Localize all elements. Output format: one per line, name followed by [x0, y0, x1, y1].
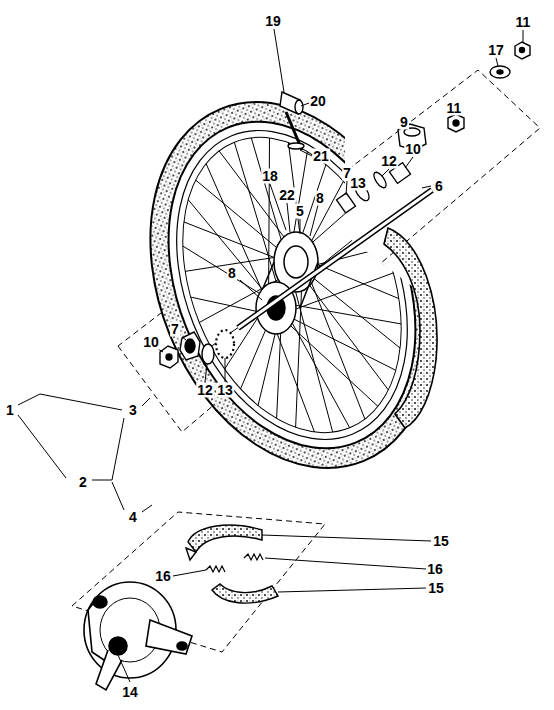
dust-seal [216, 330, 234, 358]
callout-number: 19 [264, 14, 282, 29]
spoke [284, 308, 350, 428]
bracket [18, 415, 66, 478]
callout-number: 15 [427, 581, 445, 596]
brake-shoe [186, 525, 262, 560]
callout-number: 11 [446, 101, 463, 116]
axle [238, 163, 432, 328]
bracket [18, 394, 122, 410]
callout-number: 8 [315, 191, 325, 206]
bracket [92, 418, 124, 480]
washer [372, 170, 389, 189]
callout-number: 18 [261, 169, 279, 184]
callout-number: 15 [432, 534, 450, 549]
callout-number: 14 [121, 685, 139, 700]
tire-section [384, 228, 437, 428]
callout-number: 10 [404, 142, 422, 157]
callout-number: 5 [295, 204, 305, 219]
callout-number: 20 [309, 94, 327, 109]
callout-number: 17 [487, 43, 505, 58]
lock-nut [515, 42, 530, 59]
bracket [112, 482, 124, 510]
callout-number: 2 [78, 475, 88, 490]
valve [280, 92, 304, 150]
callout-number: 1 [5, 403, 15, 418]
brake-panel [84, 582, 192, 690]
callout-number: 13 [216, 383, 234, 398]
brake-shoe [212, 584, 278, 603]
bracket [142, 505, 152, 512]
callout-number: 13 [349, 176, 367, 191]
callout-number: 3 [128, 403, 138, 418]
spoke [183, 246, 272, 301]
callout-number: 10 [142, 335, 160, 350]
callout-number: 9 [399, 115, 409, 130]
lock-nut [448, 114, 464, 132]
callout-number: 12 [196, 383, 214, 398]
spoke [206, 164, 268, 306]
nut [160, 346, 178, 368]
callout-number: 21 [312, 149, 330, 164]
callout-number: 11 [515, 15, 532, 30]
callout-number: 4 [128, 510, 138, 525]
washer [202, 344, 214, 364]
callout-number: 12 [380, 154, 398, 169]
callout-number: 16 [154, 569, 172, 584]
callout-number: 6 [434, 179, 444, 194]
spacer [180, 332, 200, 360]
callout-number: 8 [227, 266, 237, 281]
bracket [142, 398, 150, 406]
spring [206, 554, 263, 572]
callout-number: 7 [170, 322, 180, 337]
spoke [304, 263, 365, 419]
leader-line [118, 29, 523, 682]
callout-number: 22 [278, 188, 296, 203]
spacer [336, 193, 355, 213]
washer [490, 66, 510, 78]
hub [256, 232, 318, 334]
spoke [301, 268, 400, 348]
wheel [98, 59, 485, 510]
callout-number: 16 [426, 562, 444, 577]
